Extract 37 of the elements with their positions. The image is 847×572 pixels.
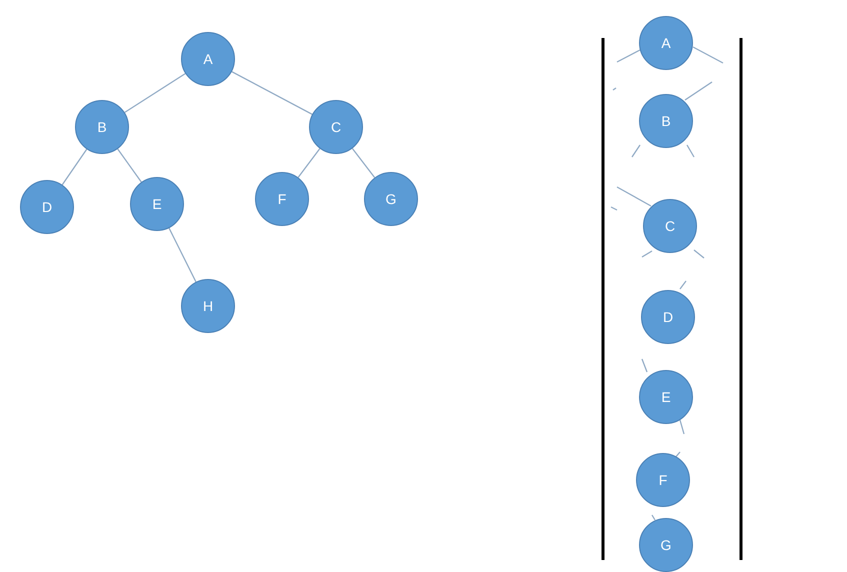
tree-node-circle bbox=[641, 290, 695, 344]
node-letter: H bbox=[202, 298, 214, 314]
node-letter: A bbox=[661, 35, 671, 51]
tree-node-circle bbox=[181, 279, 235, 333]
node-letter: B bbox=[97, 119, 107, 135]
node-letter: E bbox=[152, 196, 162, 212]
tree-node-circle bbox=[364, 172, 418, 226]
node-letter: F bbox=[658, 472, 668, 488]
tree-node-circle bbox=[309, 100, 363, 154]
connector-line bbox=[168, 228, 196, 282]
tree-node-circle bbox=[639, 94, 693, 148]
tree-node-circle bbox=[20, 180, 74, 234]
connector-line bbox=[352, 148, 376, 178]
node-letter: F bbox=[278, 191, 286, 207]
tree-node-circle bbox=[255, 172, 309, 226]
tree-node-circle bbox=[643, 199, 697, 253]
connector-line bbox=[232, 71, 312, 115]
node-letter: A bbox=[203, 51, 213, 67]
tree-node-circle bbox=[181, 32, 235, 86]
connector-line bbox=[62, 148, 88, 186]
connector-line bbox=[298, 148, 320, 178]
node-letter: G bbox=[660, 537, 672, 553]
node-letter: C bbox=[664, 218, 676, 234]
node-letter: C bbox=[330, 119, 342, 135]
node-letter: D bbox=[42, 199, 52, 215]
tree-node-circle bbox=[75, 100, 129, 154]
connector-line bbox=[124, 73, 186, 113]
tree-node-circle bbox=[639, 370, 693, 424]
node-letter: E bbox=[661, 389, 671, 405]
node-letter: D bbox=[662, 309, 674, 325]
tree-node-circle bbox=[639, 518, 693, 572]
node-letter: G bbox=[386, 191, 396, 207]
connector-line bbox=[117, 148, 142, 182]
node-letter: B bbox=[661, 113, 671, 129]
tree-node-circle bbox=[130, 177, 184, 231]
tree-node-circle bbox=[636, 453, 690, 507]
tree-node-circle bbox=[639, 16, 693, 70]
